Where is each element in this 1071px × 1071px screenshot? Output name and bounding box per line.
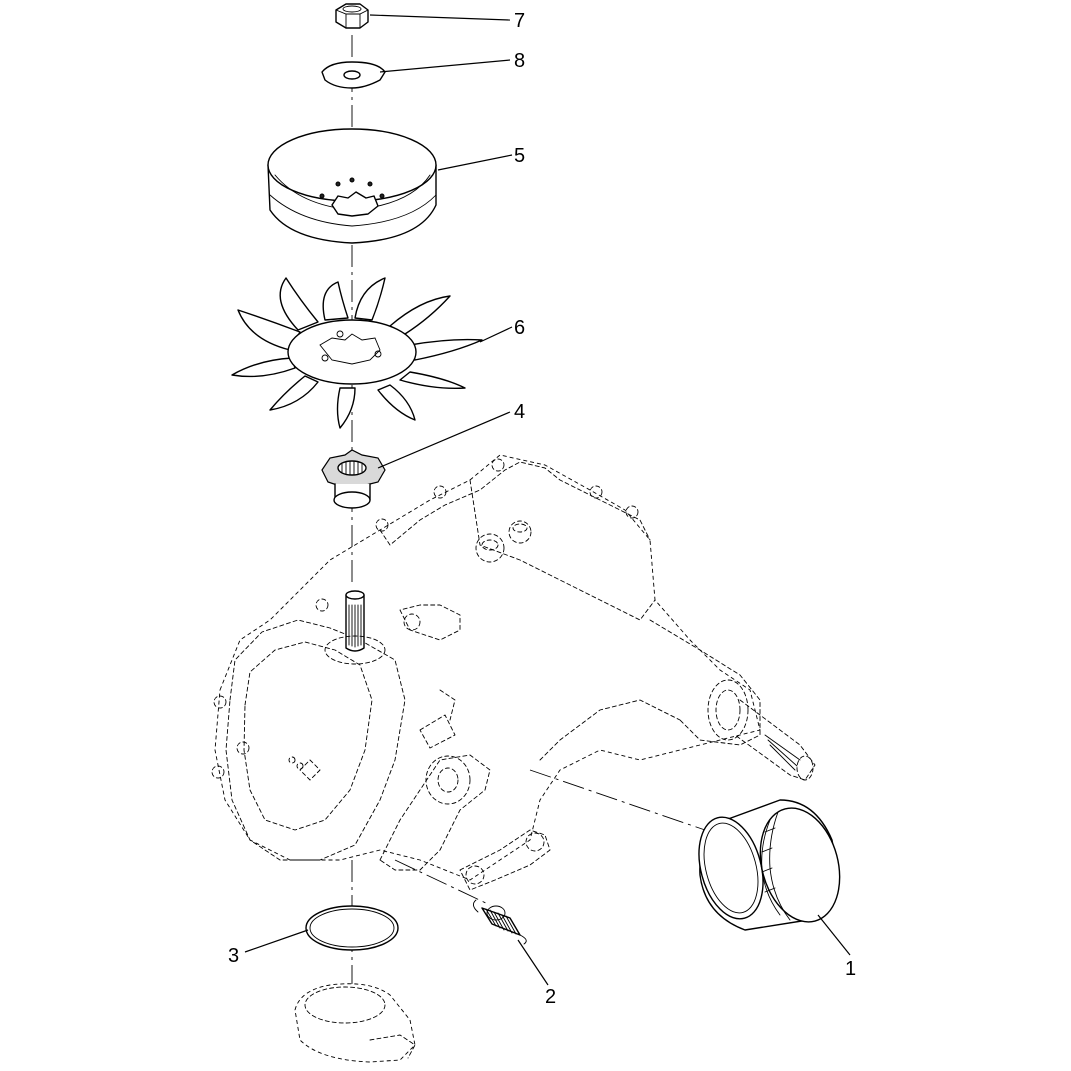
callout-3: 3 bbox=[228, 945, 239, 967]
leader-1 bbox=[817, 914, 851, 956]
leader-6 bbox=[479, 326, 513, 343]
callout-5: 5 bbox=[514, 145, 525, 167]
part-7-nut bbox=[335, 3, 369, 29]
callout-7: 7 bbox=[514, 10, 525, 32]
part-1-oil-filter bbox=[698, 799, 841, 931]
leader-3 bbox=[244, 929, 309, 953]
leader-4 bbox=[377, 411, 511, 469]
callout-2: 2 bbox=[545, 986, 556, 1008]
callout-numbers: 7 8 5 6 4 3 2 1 bbox=[228, 10, 856, 1008]
transaxle-housing-ghost bbox=[211, 454, 816, 891]
callout-4: 4 bbox=[514, 401, 525, 423]
callout-1: 1 bbox=[845, 958, 856, 980]
part-2-extension-spring bbox=[473, 899, 527, 945]
filter-base-ghost bbox=[294, 983, 416, 1063]
callout-leaders bbox=[244, 14, 851, 986]
leader-8 bbox=[379, 59, 511, 73]
part-5-pulley bbox=[267, 128, 437, 244]
part-6-cooling-fan bbox=[231, 277, 483, 429]
part-3-o-ring bbox=[305, 905, 399, 951]
part-4-fan-hub bbox=[321, 449, 386, 509]
leader-7 bbox=[369, 14, 511, 21]
leader-5 bbox=[437, 154, 513, 171]
part-8-washer bbox=[321, 61, 386, 89]
callout-8: 8 bbox=[514, 50, 525, 72]
callout-6: 6 bbox=[514, 317, 525, 339]
leader-2 bbox=[517, 939, 549, 986]
